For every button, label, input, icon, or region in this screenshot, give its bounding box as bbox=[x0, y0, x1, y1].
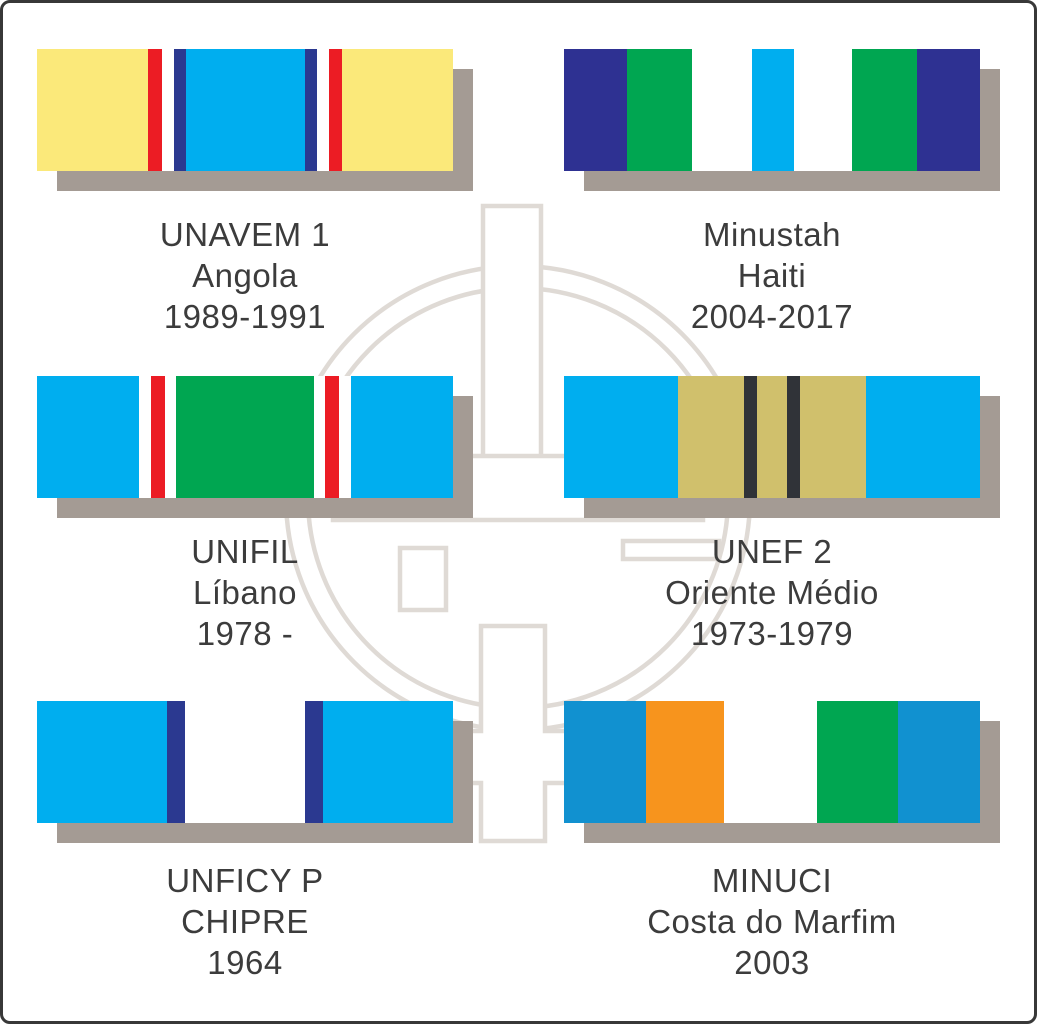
ribbon-label: UNIFIL Líbano 1978 - bbox=[37, 531, 453, 654]
ribbon-label: UNEF 2 Oriente Médio 1973-1979 bbox=[564, 531, 980, 654]
ribbon-stripe bbox=[851, 49, 917, 171]
ribbon-bar-unficyp bbox=[37, 701, 453, 823]
ribbon-name: UNIFIL bbox=[191, 533, 299, 570]
ribbon-stripe bbox=[314, 376, 326, 498]
ribbon-label: MINUCI Costa do Marfim 2003 bbox=[564, 860, 980, 983]
ribbon-stripe bbox=[865, 376, 980, 498]
ribbon-group-unifil: UNIFIL Líbano 1978 - bbox=[37, 376, 453, 654]
ribbon-stripe bbox=[752, 49, 794, 171]
ribbon-years: 1973-1979 bbox=[690, 615, 854, 652]
ribbon-name: MINUCI bbox=[711, 862, 833, 899]
ribbon-stripe bbox=[37, 376, 139, 498]
ribbon-place: Angola bbox=[192, 257, 298, 294]
ribbon-name: Minustah bbox=[703, 216, 841, 253]
ribbon-place: Oriente Médio bbox=[665, 574, 879, 611]
ribbon-group-unef2: UNEF 2 Oriente Médio 1973-1979 bbox=[564, 376, 980, 654]
ribbon-stripe bbox=[185, 49, 305, 171]
ribbon-stripe bbox=[325, 376, 340, 498]
ribbon-group-unavem1: UNAVEM 1 Angola 1989-1991 bbox=[37, 49, 453, 337]
ribbon-stripe bbox=[692, 49, 752, 171]
ribbon-stripe bbox=[305, 701, 324, 823]
ribbon-stripe bbox=[148, 49, 162, 171]
ribbon-stripe bbox=[564, 49, 628, 171]
ribbon-place: CHIPRE bbox=[181, 903, 309, 940]
ribbon-years: 1989-1991 bbox=[163, 298, 327, 335]
ribbon-stripe bbox=[328, 49, 343, 171]
ribbon-stripe bbox=[150, 376, 165, 498]
ribbon-label: UNFICY P CHIPRE 1964 bbox=[37, 860, 453, 983]
ribbon-name: UNEF 2 bbox=[711, 533, 833, 570]
ribbon-years: 1978 - bbox=[196, 615, 294, 652]
ribbon-stripe bbox=[342, 49, 453, 171]
ribbon-group-minuci: MINUCI Costa do Marfim 2003 bbox=[564, 701, 980, 983]
ribbon-stripe bbox=[166, 701, 185, 823]
ribbon-place: Haiti bbox=[737, 257, 807, 294]
ribbon-stripe bbox=[799, 376, 866, 498]
ribbon-stripe bbox=[793, 49, 852, 171]
ribbon-stripe bbox=[175, 376, 315, 498]
ribbon-name: UNAVEM 1 bbox=[159, 216, 331, 253]
ribbon-stripe bbox=[323, 701, 453, 823]
ribbon-stripe bbox=[316, 49, 329, 171]
ribbon-group-unficyp: UNFICY P CHIPRE 1964 bbox=[37, 701, 453, 983]
ribbon-stripe bbox=[645, 701, 724, 823]
ribbon-name: UNFICY P bbox=[166, 862, 324, 899]
ribbon-bar-unifil bbox=[37, 376, 453, 498]
ribbon-stripe bbox=[37, 701, 167, 823]
ribbon-bar-minuci bbox=[564, 701, 980, 823]
ribbon-years: 1964 bbox=[207, 944, 283, 981]
ribbon-stripe bbox=[339, 376, 352, 498]
ribbon-years: 2004-2017 bbox=[690, 298, 854, 335]
ribbon-label: Minustah Haiti 2004-2017 bbox=[564, 214, 980, 337]
ribbon-stripe bbox=[627, 49, 693, 171]
ribbon-stripe bbox=[164, 376, 176, 498]
ribbon-stripe bbox=[37, 49, 149, 171]
ribbon-place: Líbano bbox=[193, 574, 297, 611]
ribbon-stripe bbox=[304, 49, 317, 171]
ribbon-bar-minustah bbox=[564, 49, 980, 171]
ribbon-stripe bbox=[174, 49, 186, 171]
ribbon-label: UNAVEM 1 Angola 1989-1991 bbox=[37, 214, 453, 337]
ribbon-stripe bbox=[916, 49, 980, 171]
ribbon-stripe bbox=[564, 376, 678, 498]
ribbon-stripe bbox=[351, 376, 453, 498]
ribbon-stripe bbox=[161, 49, 175, 171]
ribbon-stripe bbox=[786, 376, 800, 498]
ribbon-stripe bbox=[677, 376, 745, 498]
ribbon-bar-unavem1 bbox=[37, 49, 453, 171]
ribbon-years: 2003 bbox=[734, 944, 810, 981]
ribbon-stripe bbox=[138, 376, 151, 498]
ribbon-stripe bbox=[184, 701, 306, 823]
ribbon-group-minustah: Minustah Haiti 2004-2017 bbox=[564, 49, 980, 337]
ribbon-stripe bbox=[744, 376, 757, 498]
ribbon-bar-unef2 bbox=[564, 376, 980, 498]
ribbon-stripe bbox=[898, 701, 980, 823]
ribbon-place: Costa do Marfim bbox=[647, 903, 897, 940]
ribbon-stripe bbox=[564, 701, 646, 823]
ribbon-stripe bbox=[757, 376, 787, 498]
ribbon-stripe bbox=[723, 701, 817, 823]
ribbon-stripe bbox=[816, 701, 899, 823]
